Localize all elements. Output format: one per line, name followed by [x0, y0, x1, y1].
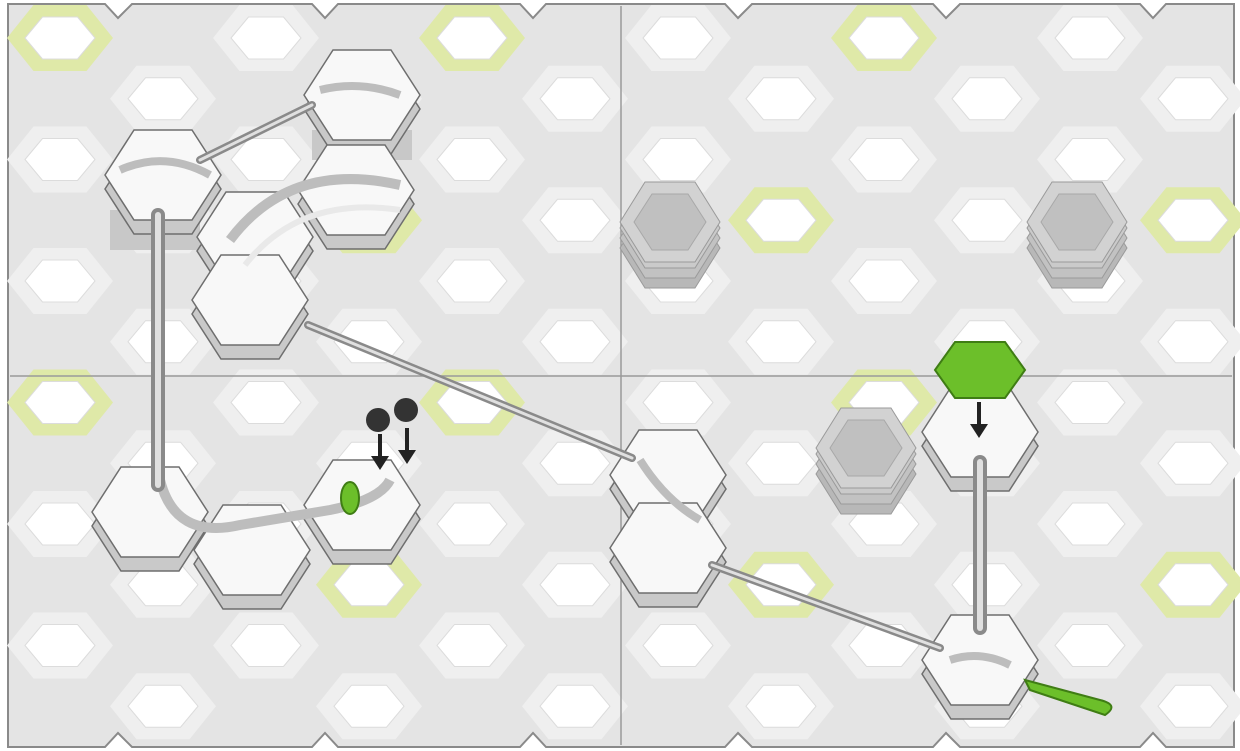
height-stack[interactable]	[620, 182, 720, 288]
marble[interactable]	[394, 398, 418, 422]
marble[interactable]	[366, 408, 390, 432]
height-stack[interactable]	[1027, 182, 1127, 288]
green-switch[interactable]	[341, 482, 359, 514]
green-launcher[interactable]	[935, 342, 1025, 398]
height-stack[interactable]	[816, 408, 916, 514]
